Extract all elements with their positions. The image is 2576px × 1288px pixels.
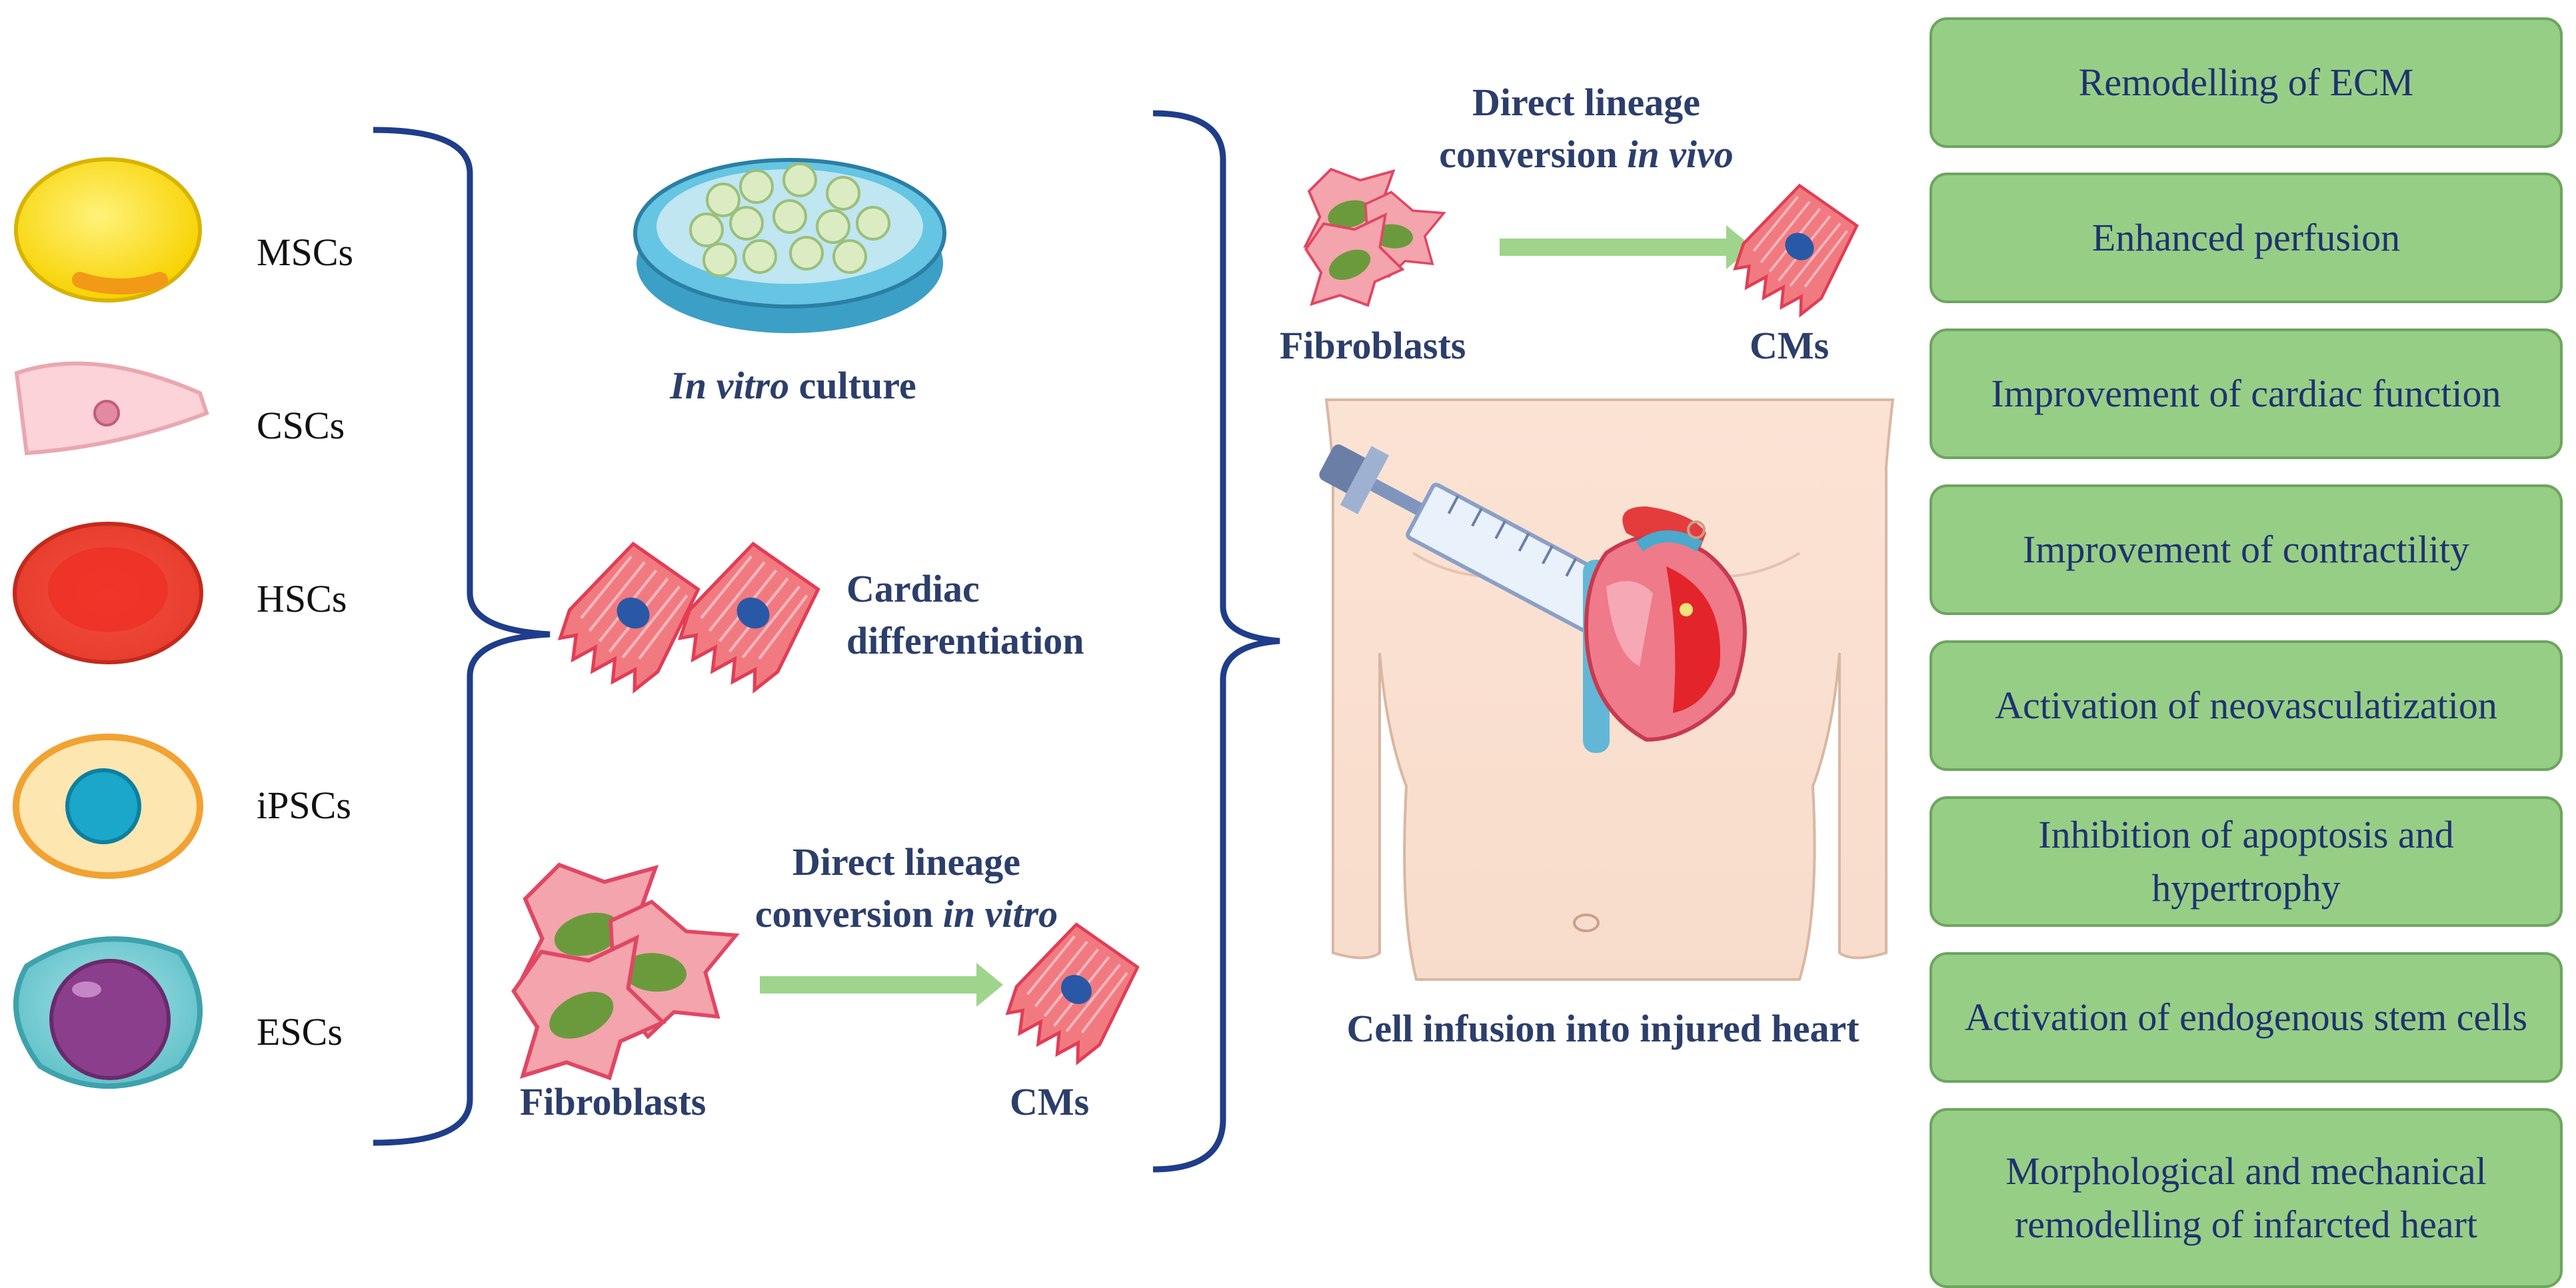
stem-cell-label-msc: MSCs	[257, 231, 354, 274]
dlc-in-vitro-label: Direct lineage conversion in vitro	[754, 840, 1058, 936]
fibroblast-vivo-icon	[1297, 168, 1452, 317]
dlc-in-vivo-label: Direct lineage conversion in vivo	[1439, 81, 1734, 177]
arrow-in-vitro	[760, 963, 1003, 1007]
outcome-box: Enhanced perfusion	[1930, 173, 2563, 303]
outcome-box: Improvement of contractility	[1930, 484, 2563, 615]
in-vitro-culture-label: In vitro culture	[670, 364, 916, 407]
infusion-label: Cell infusion into injured heart	[1346, 1007, 1860, 1050]
cardiomyocyte-icon	[547, 536, 829, 703]
outcome-box: Activation of neovasculatization	[1930, 640, 2563, 771]
ipsc-cell-icon	[13, 734, 203, 879]
fibroblasts-label-vivo: Fibroblasts	[1280, 324, 1466, 367]
csc-cell-icon	[14, 361, 209, 456]
fibroblasts-label-vitro: Fibroblasts	[520, 1080, 706, 1123]
cms-in-vivo-icon	[1724, 179, 1868, 326]
stem-cell-label-esc: ESCs	[257, 1010, 343, 1053]
arrow-in-vivo	[1500, 225, 1753, 269]
outcome-box: Remodelling of ECM	[1930, 17, 2563, 148]
stem-cell-label-csc: CSCs	[257, 404, 345, 447]
esc-cell-icon	[13, 936, 203, 1089]
msc-cell-icon	[14, 157, 202, 303]
outcome-box: Morphological and mechanical remodelling…	[1930, 1108, 2563, 1288]
hsc-cell-icon	[13, 522, 203, 664]
cardiac-differentiation-label: Cardiac differentiation	[846, 567, 1084, 663]
petri-dish-icon	[633, 158, 946, 333]
cms-label-vivo: CMs	[1750, 324, 1830, 367]
left-bracket	[373, 127, 551, 1146]
cms-label-vitro: CMs	[1010, 1080, 1090, 1123]
outcome-box: Improvement of cardiac function	[1930, 328, 2563, 459]
heart-icon	[1583, 506, 1747, 753]
outcome-box: Inhibition of apoptosis and hypertrophy	[1930, 796, 2563, 927]
middle-bracket	[1152, 110, 1280, 1173]
stem-cell-label-hsc: HSCs	[257, 577, 347, 620]
stem-cell-label-ipsc: iPSCs	[257, 784, 351, 827]
outcome-box: Activation of endogenous stem cells	[1930, 952, 2563, 1083]
